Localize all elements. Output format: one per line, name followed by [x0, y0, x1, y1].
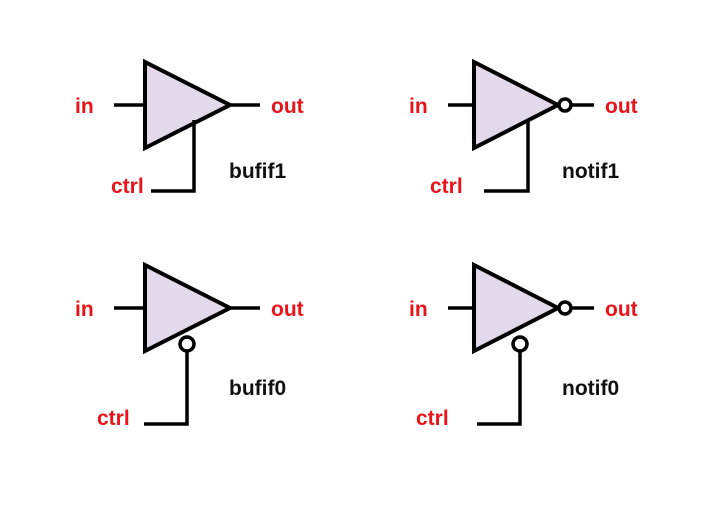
control-label: ctrl — [416, 407, 449, 430]
output-label: out — [271, 298, 304, 321]
inverter-triangle — [472, 58, 563, 152]
control-label: ctrl — [111, 175, 144, 198]
output-label: out — [271, 95, 304, 118]
input-label: in — [409, 298, 428, 321]
control-wire — [144, 351, 189, 426]
gate-name: bufif1 — [229, 160, 286, 183]
gate-bufif1: in out ctrl bufif1 — [75, 58, 304, 198]
inversion-bubble — [557, 97, 573, 113]
buffer-triangle — [143, 261, 235, 355]
input-label: in — [409, 95, 428, 118]
output-label: out — [605, 95, 638, 118]
gate-name: notif1 — [562, 160, 619, 183]
control-wire — [484, 120, 530, 193]
control-wire — [151, 120, 196, 193]
input-label: in — [75, 95, 94, 118]
active-low-control-bubble — [511, 335, 529, 353]
inversion-bubble — [557, 300, 573, 316]
gate-notif1: in out ctrl notif1 — [409, 58, 638, 198]
input-label: in — [75, 298, 94, 321]
control-label: ctrl — [430, 175, 463, 198]
control-wire — [477, 351, 522, 426]
buffer-triangle — [143, 58, 235, 152]
control-label: ctrl — [97, 407, 130, 430]
inverter-triangle — [472, 261, 563, 355]
active-low-control-bubble — [178, 335, 196, 353]
gate-bufif0: in out ctrl bufif0 — [75, 261, 304, 430]
output-label: out — [605, 298, 638, 321]
gate-name: bufif0 — [229, 377, 286, 400]
gate-name: notif0 — [562, 377, 619, 400]
gate-notif0: in out ctrl notif0 — [409, 261, 638, 430]
